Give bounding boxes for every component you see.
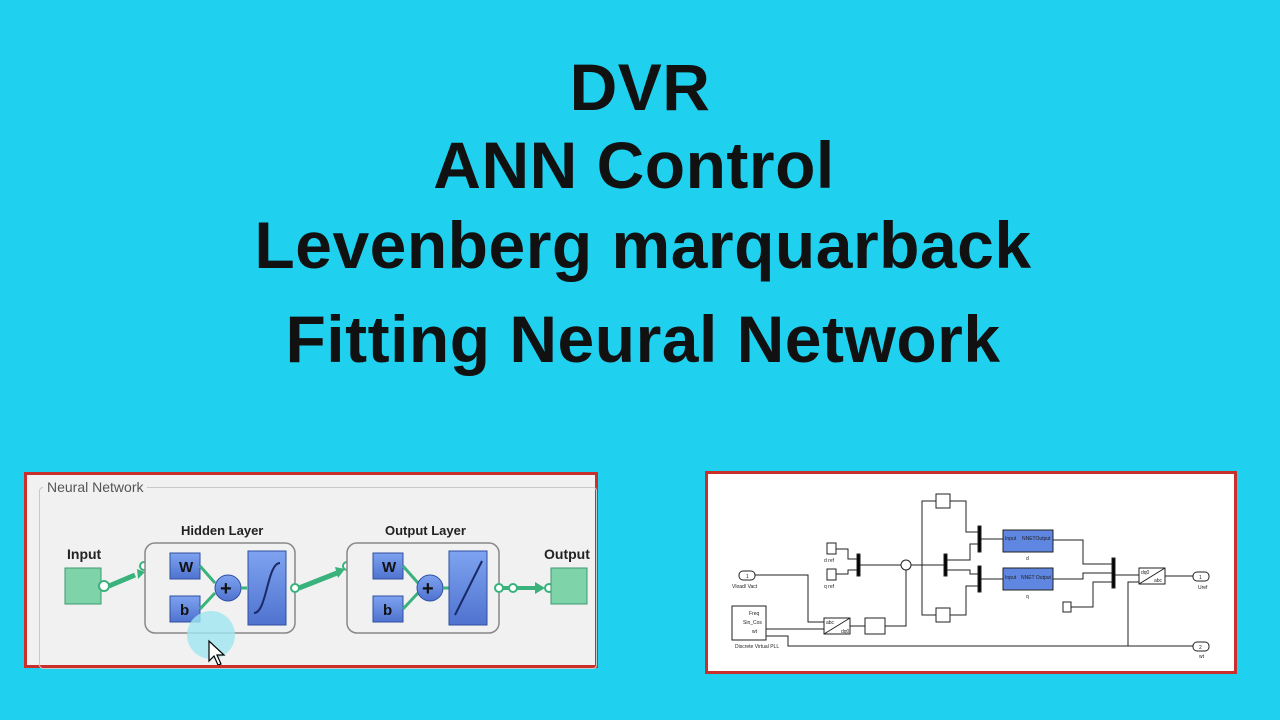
pll-block: [731, 605, 767, 641]
svg-text:Sin_Cos: Sin_Cos: [743, 620, 762, 626]
svg-text:NNETOutput: NNETOutput: [1022, 536, 1051, 542]
svg-text:abc: abc: [826, 620, 835, 626]
svg-text:Input: Input: [1005, 575, 1017, 581]
title-dvr: DVR: [569, 50, 711, 124]
svg-text:dq0: dq0: [1141, 570, 1150, 576]
svg-text:dq0: dq0: [841, 629, 850, 635]
svg-text:W: W: [382, 559, 397, 576]
title-fitting-nn: Fitting Neural Network: [285, 302, 1001, 376]
svg-text:+: +: [422, 578, 434, 600]
output-label: Output: [544, 546, 590, 562]
neural-network-group-label: Neural Network: [43, 479, 148, 495]
simulink-diagram-svg: 1 Vload/ Vact d ref q ref Freq Sin_Cos w…: [731, 493, 1210, 660]
svg-text:q ref: q ref: [824, 584, 835, 590]
hidden-layer-label: Hidden Layer: [181, 523, 263, 538]
cursor-icon: [208, 639, 226, 665]
svg-text:b: b: [383, 602, 392, 619]
wt-out-label: wt: [1199, 654, 1205, 660]
svg-text:1: 1: [746, 574, 749, 580]
svg-text:Freq: Freq: [749, 611, 760, 617]
svg-text:W: W: [179, 559, 194, 576]
svg-text:b: b: [180, 602, 189, 619]
input-label: Input: [67, 546, 102, 562]
simulink-model-panel: 1 Vload/ Vact d ref q ref Freq Sin_Cos w…: [705, 471, 1237, 674]
svg-text:1: 1: [1199, 575, 1202, 581]
output-node: [550, 567, 588, 605]
output-layer-label: Output Layer: [385, 523, 466, 538]
svg-text:Input: Input: [1005, 536, 1017, 542]
nn-diagram-svg: Input Hidden Layer W b + Output Layer W …: [64, 523, 590, 665]
svg-text:wt: wt: [752, 629, 758, 635]
output-bias-block: [372, 595, 404, 623]
svg-text:NNET Output: NNET Output: [1021, 575, 1052, 581]
svg-text:q: q: [1026, 594, 1029, 600]
cursor-highlight: [187, 611, 235, 659]
title-ann-control: ANN Control: [433, 128, 835, 202]
neural-network-groupbox: [39, 487, 597, 669]
svg-text:d ref: d ref: [824, 558, 835, 564]
pll-label: Discrete Virtual PLL: [735, 644, 779, 650]
uref-label: Uref: [1198, 585, 1208, 591]
svg-text:+: +: [220, 578, 232, 600]
svg-text:abc: abc: [1154, 578, 1163, 584]
svg-text:2: 2: [1199, 645, 1202, 651]
svg-text:d: d: [1026, 556, 1029, 562]
nnet-block-d: [1002, 529, 1054, 553]
neural-network-panel: Neural Network Input Hidden Layer W b +: [24, 472, 598, 669]
title-levenberg: Levenberg marquarback: [254, 208, 1032, 282]
input-node: [64, 567, 102, 605]
hidden-weight-block: [169, 552, 201, 580]
vload-label: Vload/ Vact: [732, 584, 758, 590]
